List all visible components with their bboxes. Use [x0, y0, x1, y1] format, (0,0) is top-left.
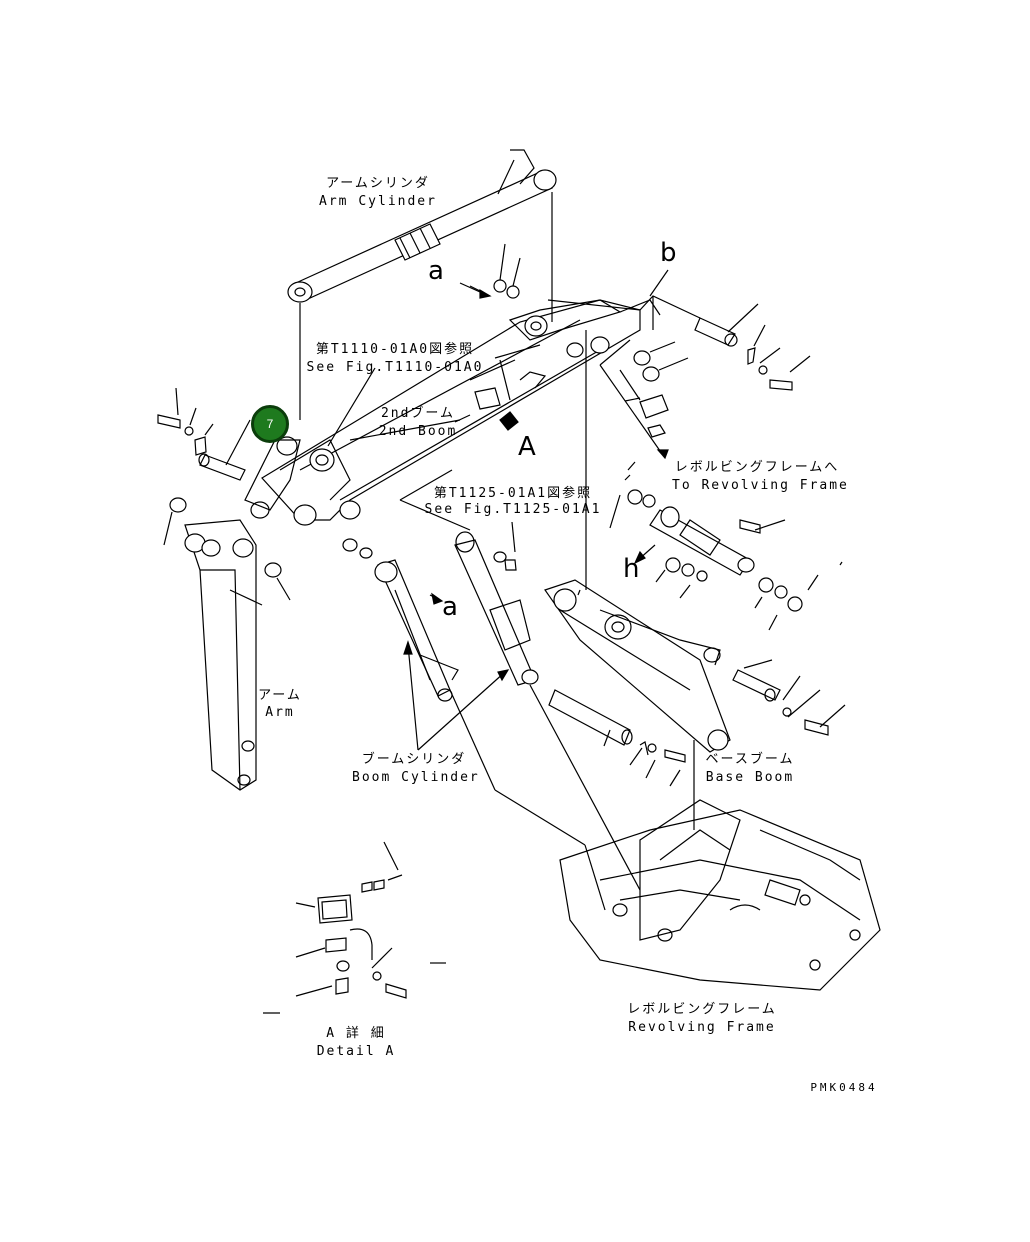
revolving-frame-label-en: Revolving Frame: [628, 1020, 776, 1035]
arm-label-en: Arm: [265, 705, 295, 720]
to-revolving-label-jp: レボルビングフレームへ: [674, 460, 840, 475]
arm: [157, 387, 291, 791]
arm-cylinder-label-jp: アームシリンダ: [326, 176, 430, 191]
see-fig-a0-label-en: See Fig.T1110-01A0: [306, 360, 484, 375]
detail-a-parts: [263, 841, 446, 1014]
see-fig-a1-label-jp: 第T1125-01A1図参照: [433, 486, 593, 501]
see-fig-a0-label-jp: 第T1110-01A0図参照: [315, 342, 475, 357]
marker-h-right: h: [623, 554, 640, 584]
boom-cylinder-right: [454, 521, 539, 686]
boom-cylinder-label-en: Boom Cylinder: [352, 770, 480, 785]
marker-big-a: A: [518, 432, 536, 462]
second-boom: [244, 299, 661, 526]
see-fig-a1-label-en: See Fig.T1125-01A1: [424, 502, 602, 517]
base-boom-label-jp: ベースブーム: [705, 752, 795, 767]
arm-cylinder-label-en: Arm Cylinder: [319, 194, 437, 209]
pin-hardware-top: [469, 243, 811, 391]
second-boom-label-en: 2nd Boom: [378, 424, 458, 439]
part-callout-7-button[interactable]: 7: [251, 405, 289, 443]
arm-cylinder: [287, 149, 557, 420]
revolving-frame: [559, 799, 881, 991]
marker-a-mid: a: [442, 592, 458, 622]
detail-a-label-jp: A 詳 細: [326, 1026, 386, 1041]
marker-b-top: b: [660, 238, 677, 268]
arm-label-jp: アーム: [258, 688, 302, 703]
boom-cylinder-label-jp: ブームシリンダ: [361, 752, 467, 767]
to-revolving-label-en: To Revolving Frame: [672, 478, 849, 493]
leader-lines: [327, 269, 846, 911]
revolving-frame-label-jp: レボルビングフレーム: [627, 1002, 777, 1017]
drawing-code: PMK0484: [810, 1081, 878, 1094]
marker-a-top: a: [428, 256, 444, 286]
cylinder-link-right: [627, 489, 803, 612]
base-boom-label-en: Base Boom: [705, 770, 795, 785]
second-boom-label-jp: 2ndブーム: [380, 406, 456, 421]
boom-cylinder-left: [342, 538, 459, 702]
base-boom: [544, 330, 829, 830]
detail-a-label-en: Detail A: [316, 1044, 396, 1059]
